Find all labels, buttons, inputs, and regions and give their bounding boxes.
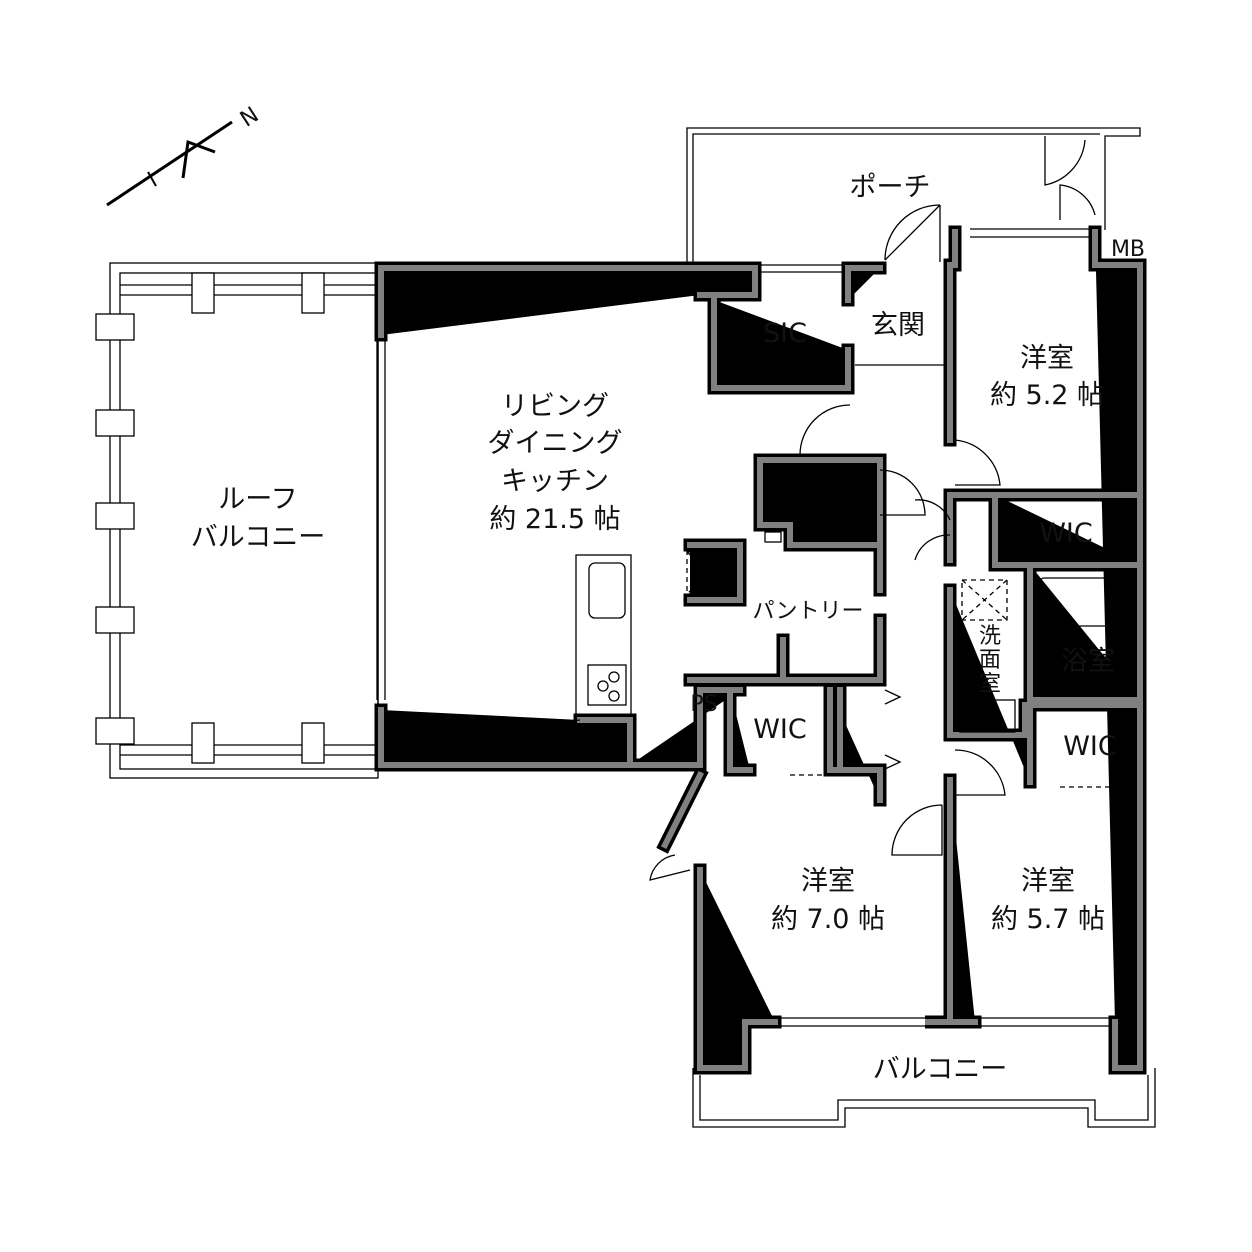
bedroom-se-name: 洋室	[1021, 866, 1075, 897]
ldk-size: 約 21.5 帖	[489, 504, 620, 535]
washroom-label-3: 室	[979, 672, 1001, 697]
bedroom-se-size: 約 5.7 帖	[991, 904, 1105, 935]
sic-label: SIC	[763, 318, 807, 349]
ldk-line3: キッチン	[501, 466, 609, 497]
pantry-label: パントリー	[752, 599, 863, 624]
roof-balcony-outline	[95, 262, 379, 779]
porch-label: ポーチ	[850, 172, 931, 203]
entrance-label: 玄関	[871, 310, 925, 341]
wic-1-label: WIC	[1039, 518, 1093, 549]
washroom-label-1: 洗	[979, 624, 1001, 649]
mb-label: MB	[1111, 237, 1145, 262]
north-label: N	[236, 103, 263, 133]
roof-balcony-line1: ルーフ	[218, 484, 297, 515]
balcony-outline	[692, 1068, 1156, 1128]
balcony-label: バルコニー	[873, 1054, 1007, 1085]
ldk-line1: リビング	[501, 391, 609, 422]
porch-outline	[686, 127, 1141, 262]
ldk-line2: ダイニング	[488, 428, 623, 459]
bedroom-sw-name: 洋室	[801, 866, 855, 897]
roof-balcony-line2: バルコニー	[191, 522, 325, 553]
washroom-label-2: 面	[979, 648, 1001, 673]
wic-2-label: WIC	[753, 714, 807, 745]
bath-label: 浴室	[1061, 646, 1115, 677]
fixtures	[541, 300, 1133, 881]
north-arrow-icon: N	[106, 103, 263, 207]
bedroom-ne-size: 約 5.2 帖	[990, 380, 1104, 411]
ps-label: PS	[690, 692, 717, 717]
bedroom-sw-size: 約 7.0 帖	[771, 904, 885, 935]
room-labels: ポーチ SIC 玄関 MB 洋室 約 5.2 帖 リビング ダイニング キッチン…	[191, 172, 1145, 1085]
wic-3-label: WIC	[1063, 731, 1117, 762]
bedroom-ne-name: 洋室	[1020, 343, 1074, 374]
